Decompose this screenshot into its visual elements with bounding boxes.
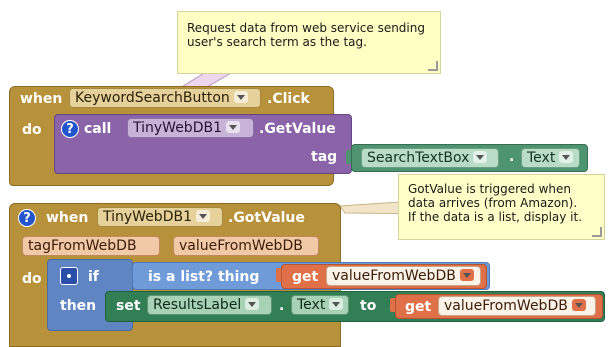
- comment-request-data[interactable]: Request data from web service sending us…: [177, 11, 441, 74]
- do-label: do: [22, 271, 42, 287]
- param-value[interactable]: valueFromWebDB: [173, 236, 319, 256]
- is-list-label: is a list? thing: [148, 269, 260, 285]
- dot-separator: .: [279, 298, 285, 314]
- call-component-name: TinyWebDB1: [133, 120, 222, 136]
- tag-label: tag: [311, 149, 338, 165]
- chevron-down-icon: [459, 269, 474, 281]
- then-label: then: [60, 298, 97, 314]
- to-label: to: [360, 298, 377, 314]
- chevron-down-icon: [571, 299, 586, 311]
- chevron-down-icon: [233, 91, 248, 103]
- tag-property-dropdown[interactable]: Text: [521, 148, 580, 168]
- variable-name: valueFromWebDB: [332, 268, 456, 284]
- dot-separator: .: [509, 149, 515, 165]
- socket-plug: [346, 150, 351, 164]
- do-label: do: [22, 122, 42, 138]
- resize-handle-icon[interactable]: [428, 61, 438, 71]
- call-label: call: [84, 121, 112, 137]
- set-label: set: [116, 298, 141, 314]
- comment-gotvalue[interactable]: GotValue is triggered when data arrives …: [398, 174, 605, 240]
- tag-component-name: SearchTextBox: [367, 150, 470, 166]
- when-label: when: [20, 91, 63, 107]
- question-icon[interactable]: ?: [18, 209, 36, 227]
- method-name: .GetValue: [259, 121, 336, 137]
- event-name: .GotValue: [228, 210, 305, 226]
- set-property-dropdown[interactable]: Text: [291, 295, 349, 315]
- set-component-name: ResultsLabel: [153, 297, 242, 313]
- when-label: when: [46, 210, 89, 226]
- socket-plug: [276, 268, 281, 282]
- comment-line: Request data from web service sending: [187, 21, 425, 35]
- param-name: tagFromWebDB: [28, 238, 137, 254]
- if-label: if: [88, 269, 99, 285]
- event-name: .Click: [267, 91, 310, 107]
- set-property-name: Text: [297, 297, 326, 313]
- chevron-down-icon: [473, 151, 488, 163]
- chevron-down-icon: [195, 210, 210, 222]
- comment-line: data arrives (from Amazon).: [408, 196, 578, 210]
- tag-property-name: Text: [527, 150, 556, 166]
- chevron-down-icon: [329, 298, 344, 310]
- get-variable-dropdown[interactable]: valueFromWebDB: [326, 266, 481, 286]
- call-component-dropdown[interactable]: TinyWebDB1: [127, 118, 254, 138]
- socket-plug: [128, 268, 133, 282]
- get-variable-dropdown[interactable]: valueFromWebDB: [438, 296, 596, 316]
- component-name: TinyWebDB1: [103, 209, 192, 225]
- chevron-down-icon: [559, 151, 574, 163]
- comment-line: GotValue is triggered when: [408, 182, 571, 196]
- tag-component-dropdown[interactable]: SearchTextBox: [361, 148, 499, 168]
- chevron-down-icon: [245, 298, 260, 310]
- resize-handle-icon[interactable]: [592, 227, 602, 237]
- param-tag[interactable]: tagFromWebDB: [22, 236, 160, 256]
- comment-line: If the data is a list, display it.: [408, 210, 583, 224]
- comment-line: user's search term as the tag.: [187, 35, 367, 49]
- component-name: KeywordSearchButton: [75, 90, 230, 106]
- chevron-down-icon: [225, 121, 240, 133]
- get-label: get: [405, 299, 432, 315]
- component-dropdown[interactable]: TinyWebDB1: [97, 207, 223, 227]
- question-icon[interactable]: ?: [61, 120, 79, 138]
- variable-name: valueFromWebDB: [444, 298, 568, 314]
- param-name: valueFromWebDB: [179, 238, 303, 254]
- component-dropdown[interactable]: KeywordSearchButton: [69, 88, 261, 108]
- gear-icon[interactable]: [60, 267, 78, 285]
- get-label: get: [292, 269, 319, 285]
- set-component-dropdown[interactable]: ResultsLabel: [147, 295, 272, 315]
- socket-plug: [390, 298, 395, 312]
